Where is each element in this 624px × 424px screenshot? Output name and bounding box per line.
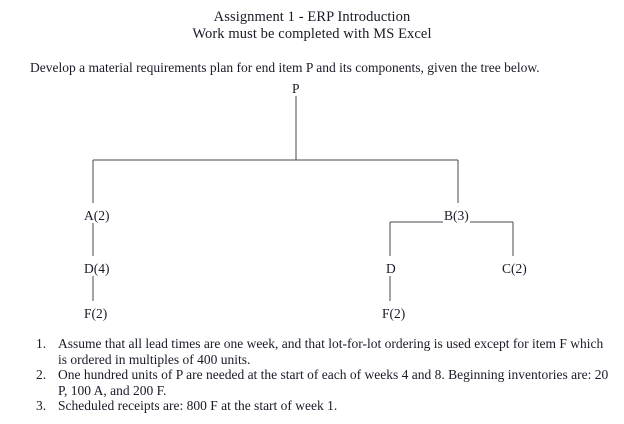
title-line-secondary: Work must be completed with MS Excel [192, 26, 432, 42]
assumptions-list: 1. Assume that all lead times are one we… [30, 336, 610, 414]
document-title-block: Assignment 1 - ERP Introduction Work mus… [0, 9, 624, 43]
list-item-text: Scheduled receipts are: 800 F at the sta… [58, 398, 338, 414]
tree-node-p: P [291, 81, 301, 96]
tree-node-f1: F(2) [83, 306, 109, 321]
intro-paragraph: Develop a material requirements plan for… [30, 60, 540, 75]
list-item-number: 2. [36, 367, 47, 383]
list-item: 1. Assume that all lead times are one we… [30, 336, 610, 367]
tree-node-f2: F(2) [381, 306, 407, 321]
list-item: 3. Scheduled receipts are: 800 F at the … [30, 398, 610, 414]
list-item-text: Assume that all lead times are one week,… [58, 336, 604, 367]
tree-node-a: A(2) [83, 208, 111, 223]
list-item-text: One hundred units of P are needed at the… [58, 367, 609, 398]
tree-node-b: B(3) [443, 208, 470, 223]
list-item-number: 3. [36, 398, 47, 414]
tree-node-d1: D(4) [83, 261, 111, 276]
tree-node-d2: D [385, 261, 397, 276]
tree-node-c: C(2) [501, 261, 528, 276]
list-item: 2. One hundred units of P are needed at … [30, 367, 610, 398]
title-line-primary: Assignment 1 - ERP Introduction [213, 9, 411, 25]
list-item-number: 1. [36, 336, 47, 351]
